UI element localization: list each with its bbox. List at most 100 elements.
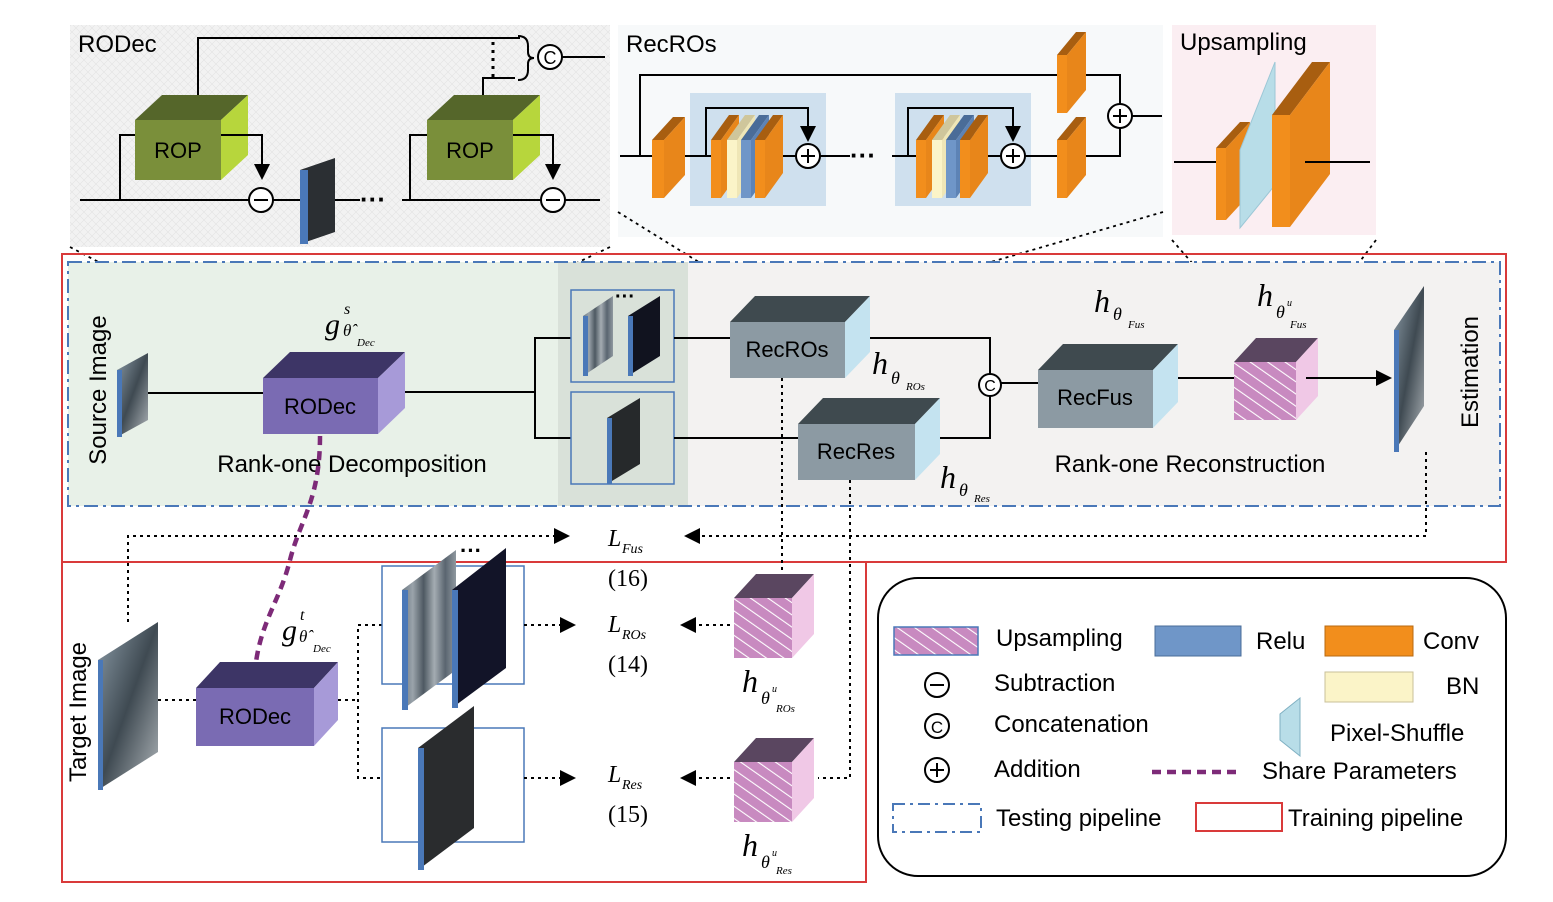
rop-block-1: ROP: [135, 95, 248, 180]
reconstruction-caption: Rank-one Reconstruction: [1055, 451, 1326, 478]
upsampling-panel-title: Upsampling: [1180, 29, 1307, 56]
svg-text:h: h: [742, 663, 758, 699]
svg-text:BN: BN: [1446, 673, 1479, 700]
target-residual-image: [418, 706, 474, 870]
training-pipeline-frame-bottom: [61, 561, 1506, 883]
decomposition-caption: Rank-one Decomposition: [217, 451, 486, 478]
legend-conv-swatch: [1324, 625, 1414, 657]
svg-text:L: L: [607, 612, 621, 638]
svg-text:L: L: [607, 762, 621, 788]
svg-text:Testing pipeline: Testing pipeline: [996, 805, 1161, 832]
svg-text:···: ···: [850, 140, 876, 170]
svg-text:Res: Res: [621, 778, 643, 793]
svg-text:Addition: Addition: [994, 756, 1081, 783]
h-ros-label: h θ ROs: [872, 345, 925, 393]
h-ros-u-label: h θ u ROs: [742, 663, 795, 715]
legend-upsampling-swatch: [893, 626, 979, 656]
svg-text:h: h: [742, 827, 758, 863]
svg-text:g: g: [325, 308, 340, 341]
upsampling-block-res: [734, 738, 814, 822]
svg-text:Conv: Conv: [1423, 628, 1479, 655]
svg-text:Fus: Fus: [1127, 319, 1145, 331]
residual-image-top: [300, 158, 335, 244]
svg-text:θ: θ: [959, 480, 968, 500]
svg-text:u: u: [772, 848, 777, 859]
source-image-label: Source Image: [85, 315, 112, 464]
svg-text:RODec: RODec: [219, 704, 291, 729]
svg-text:···: ···: [460, 538, 482, 563]
recros-panel-title: RecROs: [626, 31, 717, 58]
svg-text:ROP: ROP: [446, 138, 494, 163]
svg-text:g: g: [282, 614, 297, 647]
svg-text:u: u: [772, 684, 777, 695]
share-parameters-link: [253, 435, 323, 663]
svg-text:θ: θ: [1113, 304, 1122, 324]
rodec-block-target: RODec: [196, 662, 338, 746]
resblock-1: [705, 107, 821, 198]
svg-text:ROs: ROs: [621, 628, 647, 643]
loss-ros: L ROs (14): [607, 612, 648, 678]
svg-text:Res: Res: [775, 865, 792, 877]
legend-pixel-shuffle-swatch: [1279, 696, 1301, 758]
loss-res: L Res (15): [607, 762, 648, 828]
svg-text:u: u: [1287, 298, 1292, 309]
upsampling-detail-panel: Upsampling: [1172, 25, 1376, 235]
svg-text:Share Parameters: Share Parameters: [1262, 758, 1457, 785]
svg-text:θ: θ: [891, 368, 900, 388]
source-image: [117, 353, 148, 437]
svg-text:RecROs: RecROs: [745, 337, 828, 362]
h-fus-label: h θ Fus: [1094, 283, 1145, 331]
svg-text:θ: θ: [1276, 302, 1285, 322]
rop-block-2: ROP: [427, 95, 540, 180]
svg-text:Upsampling: Upsampling: [996, 625, 1123, 652]
recres-block: RecRes: [798, 398, 940, 480]
svg-text:(14): (14): [608, 652, 648, 678]
svg-text:Subtraction: Subtraction: [994, 670, 1115, 697]
svg-text:θ: θ: [761, 688, 770, 708]
rank-one-images: ···: [583, 286, 660, 376]
svg-text:RODec: RODec: [284, 394, 356, 419]
upsampling-block-fus: [1234, 338, 1318, 420]
svg-text:C: C: [544, 48, 557, 68]
svg-text:(16): (16): [608, 566, 648, 592]
svg-text:C: C: [984, 378, 996, 395]
svg-text:RecFus: RecFus: [1057, 385, 1133, 410]
legend-relu-swatch: [1154, 625, 1242, 657]
svg-text:···: ···: [615, 286, 635, 308]
svg-text:ROs: ROs: [775, 703, 795, 715]
loss-fus: L Fus (16): [607, 526, 648, 592]
legend-training-swatch: [1195, 802, 1283, 832]
h-fus-u-label: h θ u Fus: [1257, 277, 1307, 331]
svg-text:Dec: Dec: [312, 643, 331, 655]
rodec-block-source: RODec: [263, 352, 405, 434]
concat-icon: [924, 713, 950, 739]
svg-text:s: s: [344, 301, 350, 318]
rodec-panel-title: RODec: [78, 31, 157, 58]
upsampling-block-ros: [734, 574, 814, 658]
training-pipeline-frame-top: [61, 253, 1507, 563]
target-image-label: Target Image: [65, 642, 92, 782]
svg-text:C: C: [931, 718, 943, 737]
svg-text:h: h: [1094, 283, 1110, 319]
estimation-label: Estimation: [1457, 316, 1484, 428]
svg-text:Concatenation: Concatenation: [994, 711, 1149, 738]
legend-testing-swatch: [892, 803, 982, 833]
svg-text:Fus: Fus: [621, 542, 644, 557]
svg-text:Relu: Relu: [1256, 628, 1305, 655]
target-rank-one-images: ···: [402, 538, 506, 710]
recfus-block: RecFus: [1038, 344, 1178, 428]
svg-text:ROs: ROs: [905, 381, 925, 393]
recros-block: RecROs: [730, 296, 870, 378]
target-image: [98, 622, 158, 790]
svg-text:RecRes: RecRes: [817, 439, 895, 464]
estimation-image: [1394, 286, 1424, 452]
residual-image-source: [607, 398, 640, 484]
svg-text:Fus: Fus: [1289, 319, 1307, 331]
svg-text:ROP: ROP: [154, 138, 202, 163]
recros-detail-panel: RecROs ···: [618, 25, 1163, 237]
svg-text:L: L: [607, 526, 621, 552]
legend-bn-swatch: [1324, 671, 1414, 703]
svg-text:(15): (15): [608, 802, 648, 828]
